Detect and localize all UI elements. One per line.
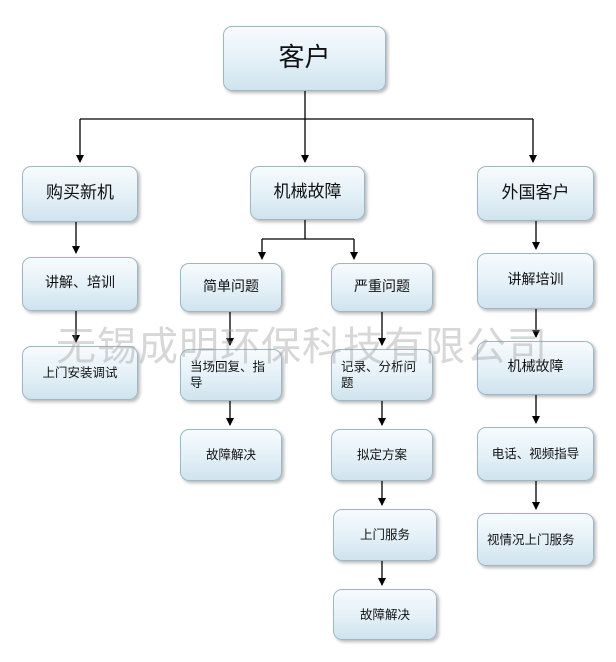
node-serious-issue: 严重问题 — [331, 263, 433, 312]
node-serious-onsite-service: 上门服务 — [333, 509, 437, 561]
node-mechanical-fault: 机械故障 — [250, 166, 365, 220]
node-buy-onsite-install: 上门安装调试 — [22, 346, 138, 400]
node-foreign-mechanical-fault: 机械故障 — [477, 341, 594, 395]
node-foreign-phone-video: 电话、视频指导 — [477, 427, 594, 481]
node-customer: 客户 — [223, 26, 386, 91]
node-serious-record-analyze: 记录、分析问题 — [331, 349, 433, 401]
node-serious-plan: 拟定方案 — [331, 429, 433, 481]
node-serious-resolved: 故障解决 — [333, 589, 437, 640]
node-simple-issue: 简单问题 — [180, 263, 282, 312]
node-foreign-explain-train: 讲解培训 — [477, 253, 594, 309]
node-foreign-onsite-service: 视情况上门服务 — [477, 513, 594, 566]
node-buy-new-machine: 购买新机 — [22, 166, 138, 222]
node-simple-reply-guide: 当场回复、指导 — [180, 349, 282, 401]
node-foreign-customer: 外国客户 — [477, 166, 594, 221]
node-simple-resolved: 故障解决 — [180, 429, 282, 481]
node-buy-explain-train: 讲解、培训 — [22, 257, 138, 311]
